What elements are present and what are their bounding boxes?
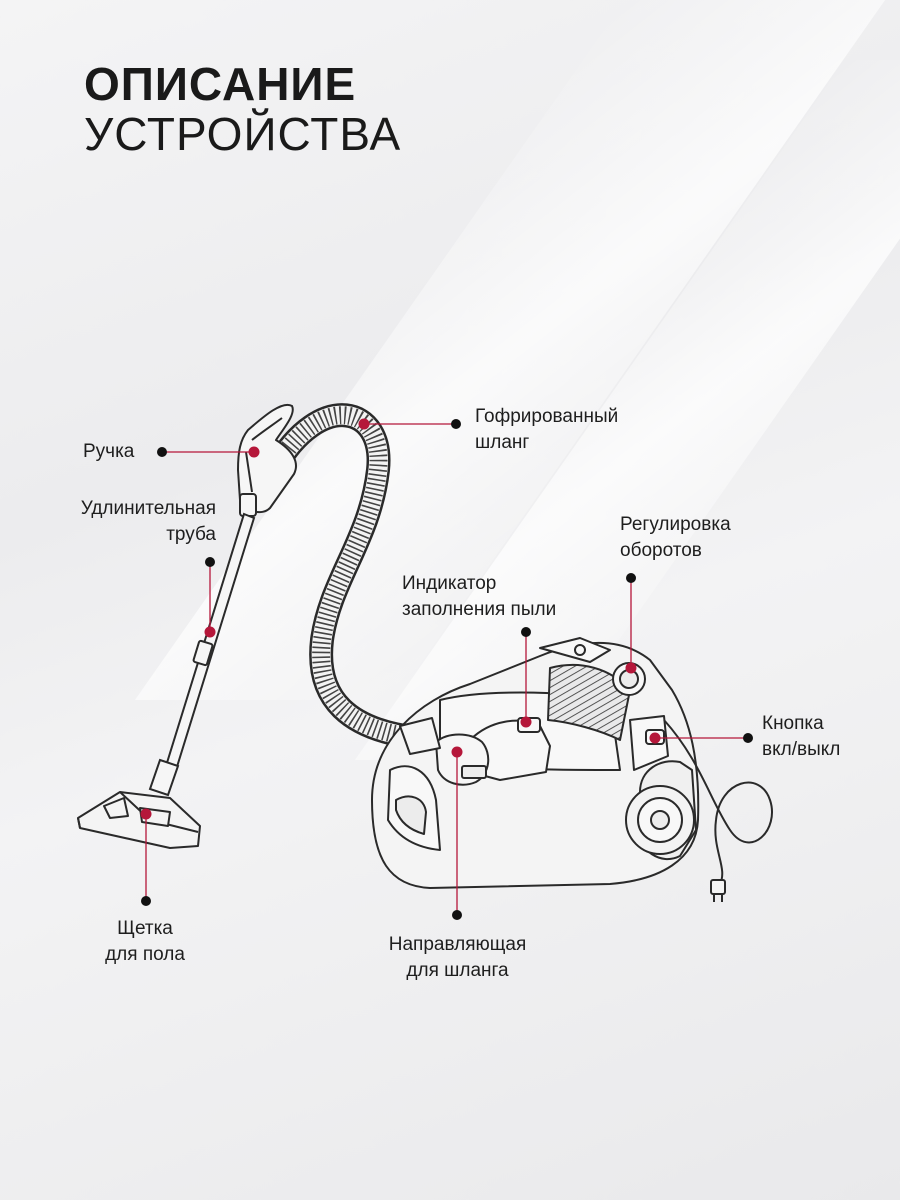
callout-endpoint-power bbox=[743, 733, 753, 743]
callout-target-guide bbox=[451, 746, 463, 758]
callout-target-power bbox=[649, 732, 661, 744]
callout-endpoint-indicator bbox=[521, 627, 531, 637]
callout-endpoint-guide bbox=[452, 910, 462, 920]
callout-target-brush bbox=[140, 808, 152, 820]
vacuum-handle bbox=[237, 403, 297, 517]
callout-endpoint-tube bbox=[205, 557, 215, 567]
label-floor-brush: Щетка для пола bbox=[105, 918, 185, 965]
callout-target-handle bbox=[248, 446, 260, 458]
label-extension-tube: Удлинительная труба bbox=[80, 498, 216, 545]
label-power-button: Кнопка вкл/выкл bbox=[762, 713, 841, 760]
label-corrugated-hose: Гофрированный шланг bbox=[475, 406, 619, 453]
callout-target-tube bbox=[204, 626, 216, 638]
page-title-line-1: ОПИСАНИЕ bbox=[84, 58, 357, 110]
label-speed-control: Регулировка оборотов bbox=[620, 514, 731, 561]
vacuum-extension-tube bbox=[148, 512, 256, 797]
callout-endpoint-handle bbox=[157, 447, 167, 457]
vacuum-floor-brush bbox=[77, 791, 201, 849]
callout-target-hose bbox=[358, 418, 370, 430]
callout-endpoint-brush bbox=[141, 896, 151, 906]
vacuum-power-cord bbox=[663, 719, 773, 902]
callout-target-speed bbox=[625, 662, 637, 674]
callout-targets bbox=[140, 418, 661, 820]
callout-lines bbox=[145, 423, 747, 914]
callout-endpoint-hose bbox=[451, 419, 461, 429]
callout-target-indicator bbox=[520, 716, 532, 728]
vacuum-hose bbox=[263, 403, 430, 750]
callout-endpoint-speed bbox=[626, 573, 636, 583]
vacuum-body bbox=[371, 637, 700, 889]
label-handle: Ручка bbox=[83, 441, 135, 462]
callout-endpoints bbox=[141, 419, 753, 920]
label-hose-guide: Направляющая для шланга bbox=[388, 934, 527, 981]
page-title-line-2: УСТРОЙСТВА bbox=[84, 107, 402, 160]
label-dust-indicator: Индикатор заполнения пыли bbox=[402, 573, 557, 620]
page-title: ОПИСАНИЕ УСТРОЙСТВА bbox=[84, 58, 402, 160]
